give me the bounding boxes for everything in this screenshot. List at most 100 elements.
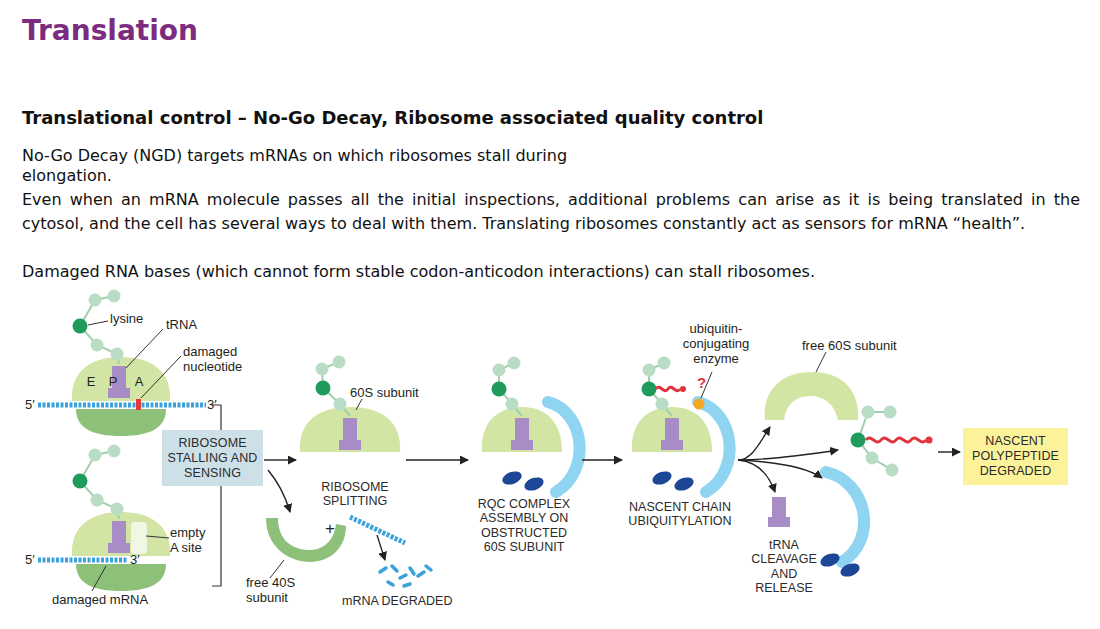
leader-line [356,399,362,410]
rqc-protein [523,475,546,493]
leader-line [88,321,108,325]
part-label: ubiquitin- conjugating enzyme [674,322,758,367]
amino-acid [508,357,521,370]
amino-acid [89,449,102,462]
trna [108,521,130,553]
large-subunit [632,407,712,452]
part-label: lysine [110,312,143,327]
end-label: 5′ [25,553,35,568]
trna [768,497,790,527]
step-label: mRNA DEGRADED [342,594,472,608]
amino-acid [333,356,346,369]
ubiquitin-chain [866,438,926,442]
damaged-nucleotide [136,399,141,410]
site-letter: A [132,375,146,390]
end-label: 3′ [207,398,217,413]
end-label: 3′ [130,553,140,568]
rqc-protein [501,469,524,487]
large-subunit [300,407,400,452]
trna [661,418,683,450]
result-box: NASCENT POLYPEPTIDE DEGRADED [963,428,1068,485]
large-subunit [72,512,170,556]
amino-acid [316,363,329,376]
body-text: Damaged RNA bases (which cannot form sta… [22,262,1080,282]
end-label: 5′ [25,398,35,413]
large-subunit [482,407,562,452]
step-arrow [738,427,770,460]
step-box: RIBOSOME STALLING AND SENSING [162,430,263,486]
step-arrow [738,450,838,460]
trna [511,418,533,450]
amino-acid [506,398,519,411]
step-arrow [582,459,622,460]
amino-acid [658,357,671,370]
ubiquitin [926,437,933,444]
step-arrow [406,459,468,460]
part-label: empty A site [170,526,214,556]
leader-line [92,566,106,591]
amino-acid [91,339,104,352]
box-text: RIBOSOME STALLING AND SENSING [165,436,260,481]
rqc-complex [548,402,580,492]
trna [339,418,361,450]
step-label: NASCENT CHAIN UBIQUITYLATION [614,500,746,529]
step-arrow [738,460,775,492]
amino-acid [111,503,124,516]
amino-acid [91,494,104,507]
lysine [851,433,866,448]
slide-title: Translation [22,15,198,47]
step-label: RIBOSOME SPLITTING [305,480,405,509]
large-subunit [72,357,170,401]
leader-line [816,352,826,372]
site-letter: E [84,375,98,390]
part-label: 60S subunit [350,386,419,401]
amino-acid [493,364,506,377]
rqc-complex [698,402,730,492]
rqc-complex [826,472,864,562]
body-text: No-Go Decay (NGD) targets mRNAs on which… [22,146,642,186]
large-subunit [765,372,858,420]
amino-acid [108,445,121,458]
lysine [73,474,88,489]
rqc-protein [839,561,862,579]
mrna-fragments [380,566,431,586]
leader-line [141,356,181,398]
mrna [38,558,128,563]
amino-acid [862,406,875,419]
step-label: RQC COMPLEX ASSEMBLY ON OBSTRUCTED 60S S… [472,497,576,555]
amino-acid [886,464,899,477]
rqc-protein [651,469,674,487]
small-subunit [76,409,166,436]
empty-site [131,522,147,554]
lysine [316,381,331,396]
lysine [642,382,657,397]
lysine [492,382,507,397]
step-arrow [377,535,385,560]
part-label: free 40S subunit [246,576,308,606]
ubiquitin-enzyme [694,399,705,410]
step-arrow [938,451,960,452]
amino-acid [334,398,347,411]
step-arrow [264,459,296,460]
amino-acid [884,406,897,419]
question-mark: ? [697,374,706,391]
amino-acid [108,290,121,303]
ubiquitin [680,386,686,392]
part-label: tRNA [166,318,197,333]
site-letter: P [106,375,120,390]
rqc-protein [673,475,696,493]
box-text: NASCENT POLYPEPTIDE DEGRADED [966,434,1065,479]
part-label: free 60S subunit [802,339,922,354]
lysine [73,319,88,334]
amino-acid [111,348,124,361]
mrna [38,403,206,408]
rqc-protein [819,551,842,569]
part-label: damaged nucleotide [183,345,253,375]
small-subunit [76,564,166,591]
amino-acid [89,294,102,307]
small-subunit [266,518,346,562]
leader-line [126,329,163,368]
mrna [350,517,405,543]
step-arrow [738,460,822,478]
